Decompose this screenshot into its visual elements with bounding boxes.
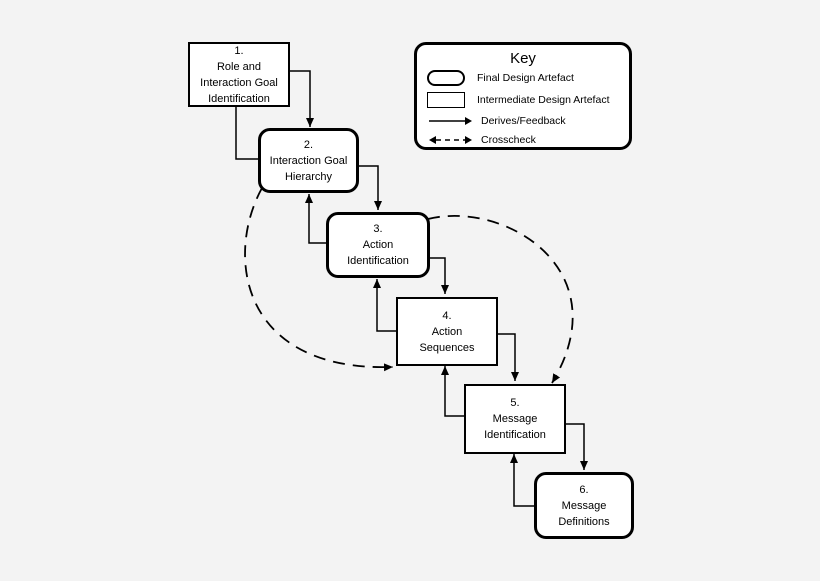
box-6-number: 6.	[579, 483, 589, 496]
box-message-definitions: 6. Message Definitions	[534, 472, 634, 539]
box-2-number: 2.	[303, 138, 314, 151]
legend-row-intermediate: Intermediate Design Artefact	[427, 92, 610, 108]
box-action-identification: 3. Action Identification	[326, 212, 430, 278]
crosscheck-curve-3-5	[418, 215, 574, 384]
box-4-number: 4.	[442, 309, 452, 322]
solid-arrow-icon	[427, 113, 473, 129]
box-interaction-goal-hierarchy: 2. Interaction Goal Hierarchy	[258, 128, 359, 193]
box-6-line-1: Message	[561, 499, 607, 512]
derives-arrow-3-to-4	[430, 257, 449, 294]
legend-row-final: Final Design Artefact	[427, 70, 574, 86]
legend-final-label: Final Design Artefact	[477, 72, 574, 84]
box-6-line-2: Definitions	[558, 515, 610, 528]
feedback-arrow-4-to-3	[373, 279, 396, 332]
feedback-line-2-to-1	[235, 107, 258, 160]
derives-arrow-4-to-5	[498, 333, 519, 381]
box-4-line-2: Sequences	[419, 341, 475, 354]
box-4-line-1: Action	[431, 325, 463, 338]
box-5-line-2: Identification	[484, 429, 546, 441]
box-role-and-interaction-goal-identification: 1. Role and Interaction Goal Identificat…	[188, 42, 290, 107]
box-message-identification: 5. Message Identification	[464, 384, 566, 454]
legend-intermediate-label: Intermediate Design Artefact	[477, 94, 610, 106]
crosscheck-curve-2-4	[244, 178, 394, 372]
box-1-line-2: Interaction Goal	[200, 76, 278, 89]
box-3-number: 3.	[373, 223, 383, 235]
dashed-double-arrow-icon	[427, 132, 473, 148]
square-box-icon	[427, 92, 465, 108]
feedback-arrow-3-to-2	[305, 194, 326, 244]
box-1-line-1: Role and	[216, 60, 262, 73]
box-5-line-1: Message	[492, 413, 538, 425]
box-action-sequences: 4. Action Sequences	[396, 297, 498, 366]
box-1-number: 1.	[234, 44, 244, 57]
legend-crosscheck-label: Crosscheck	[481, 134, 536, 146]
feedback-arrow-5-to-4	[441, 366, 464, 417]
box-1-line-3: Identification	[208, 92, 270, 105]
derives-arrow-2-to-3	[359, 165, 382, 210]
legend-row-derives: Derives/Feedback	[427, 113, 566, 129]
derives-arrow-5-to-6	[566, 423, 588, 470]
box-3-line-2: Identification	[347, 255, 409, 267]
box-3-line-1: Action	[362, 239, 394, 251]
box-2-line-1: Interaction Goal	[269, 154, 348, 167]
rounded-box-icon	[427, 70, 465, 86]
box-2-line-2: Hierarchy	[284, 170, 333, 183]
legend-key: Key Final Design Artefact Intermediate D…	[414, 42, 632, 150]
box-5-number: 5.	[510, 397, 520, 409]
derives-arrow-1-to-2	[290, 70, 314, 127]
legend-title: Key	[510, 50, 536, 67]
legend-row-crosscheck: Crosscheck	[427, 132, 536, 148]
feedback-arrow-6-to-5	[510, 454, 534, 507]
legend-derives-label: Derives/Feedback	[481, 115, 566, 127]
